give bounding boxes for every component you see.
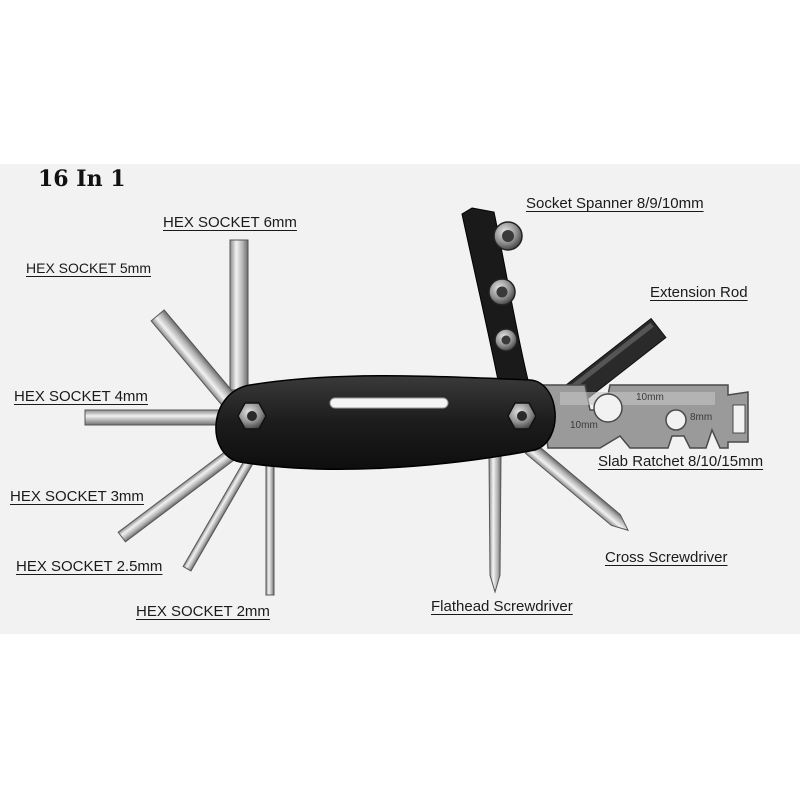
slab-ratchet-tool [539,384,749,449]
body-slot [329,397,449,409]
product-title: 16 In 1 [38,166,126,192]
hex-socket-2mm-bit [265,454,275,596]
label-hex-socket-2-5mm: HEX SOCKET 2.5mm [16,558,163,575]
right-pivot-bolt [507,402,537,430]
left-pivot-bolt [237,402,267,430]
ratchet-mark-8mm: 8mm [690,412,712,423]
label-socket-spanner: Socket Spanner 8/9/10mm [526,195,704,212]
label-hex-socket-3mm: HEX SOCKET 3mm [10,488,144,505]
label-cross-screwdriver: Cross Screwdriver [605,549,728,566]
ratchet-mark-10mm-left: 10mm [570,420,598,431]
label-hex-socket-5mm: HEX SOCKET 5mm [26,260,151,276]
ratchet-mark-10mm-top: 10mm [636,392,664,403]
multitool-body [215,374,556,470]
label-slab-ratchet: Slab Ratchet 8/10/15mm [598,453,764,470]
label-hex-socket-6mm: HEX SOCKET 6mm [163,214,297,231]
label-flathead-screwdriver: Flathead Screwdriver [431,598,573,615]
flathead-screwdriver-bit [488,454,502,594]
label-extension-rod: Extension Rod [650,284,748,301]
label-hex-socket-2mm: HEX SOCKET 2mm [136,603,270,620]
socket-spanner-sockets [488,221,523,352]
label-hex-socket-4mm: HEX SOCKET 4mm [14,388,148,405]
hex-socket-4mm-bit [84,409,236,426]
hex-socket-6mm-bit [229,239,249,391]
